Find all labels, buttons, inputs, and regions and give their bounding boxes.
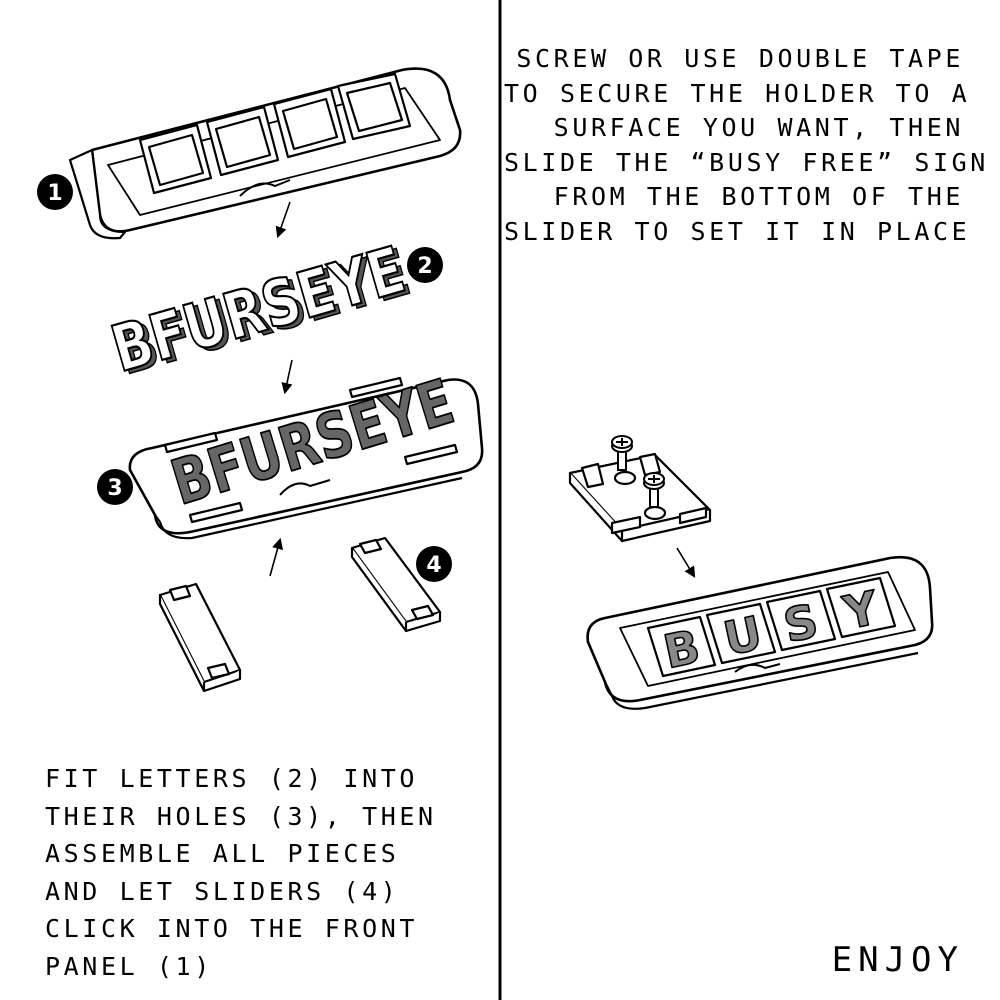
instruction-right-line: FROM THE BOTTOM OF THE [553, 182, 964, 211]
instruction-right-line: SURFACE YOU WANT, THEN [553, 113, 964, 142]
instruction-left-line: THEIR HOLES (3), THEN [45, 801, 437, 831]
slider-left [158, 582, 242, 693]
arrow-holder-to-sign [676, 547, 696, 578]
svg-text:1: 1 [47, 181, 62, 206]
instruction-left-line: AND LET SLIDERS (4) [45, 876, 400, 906]
callout-2: 2 [407, 247, 443, 283]
screw-bottom [643, 472, 665, 508]
instruction-right-line: TO SECURE THE HOLDER TO A [504, 78, 971, 108]
instruction-left-line: PANEL (1) [45, 951, 213, 981]
instruction-left-line: ASSEMBLE ALL PIECES [45, 839, 400, 868]
arrow-4-to-3 [269, 537, 283, 577]
front-panel-windows [138, 72, 412, 195]
letters-piece: BFURSEYE BFURSEYE [103, 232, 419, 390]
busy-windows [646, 576, 897, 678]
svg-text:4: 4 [426, 553, 441, 578]
enjoy-text: ENJOY [831, 940, 964, 980]
instruction-left-line: CLICK INTO THE FRONT [45, 914, 419, 943]
wall-holder [568, 452, 712, 543]
slider-right [350, 536, 442, 633]
instruction-right-line: SLIDER TO SET IT IN PLACE [504, 216, 971, 246]
svg-text:2: 2 [417, 254, 432, 279]
instructions-right: SCREW OR USE DOUBLE TAPE TO SECURE THE H… [504, 42, 989, 249]
svg-text:BFURSEYE: BFURSEYE [104, 234, 413, 388]
arrow-2-to-3 [281, 359, 293, 395]
instruction-right-line: SCREW OR USE DOUBLE TAPE [516, 44, 964, 73]
arrow-1-to-2 [275, 201, 291, 239]
callout-4: 4 [416, 546, 452, 582]
callout-1: 1 [37, 174, 73, 210]
letter-panel: BFURSEYE [128, 364, 484, 540]
screw-top [611, 435, 633, 471]
instructions-left: FIT LETTERS (2) INTO THEIR HOLES (3), TH… [45, 760, 475, 985]
busy-sign: B U S Y [586, 555, 934, 710]
instruction-left-line: FIT LETTERS (2) INTO [45, 764, 419, 793]
svg-text:3: 3 [107, 476, 122, 501]
instruction-right-line: SLIDE THE “BUSY FREE” SIGN [504, 147, 989, 177]
callout-3: 3 [97, 469, 133, 505]
front-panel [68, 67, 462, 240]
